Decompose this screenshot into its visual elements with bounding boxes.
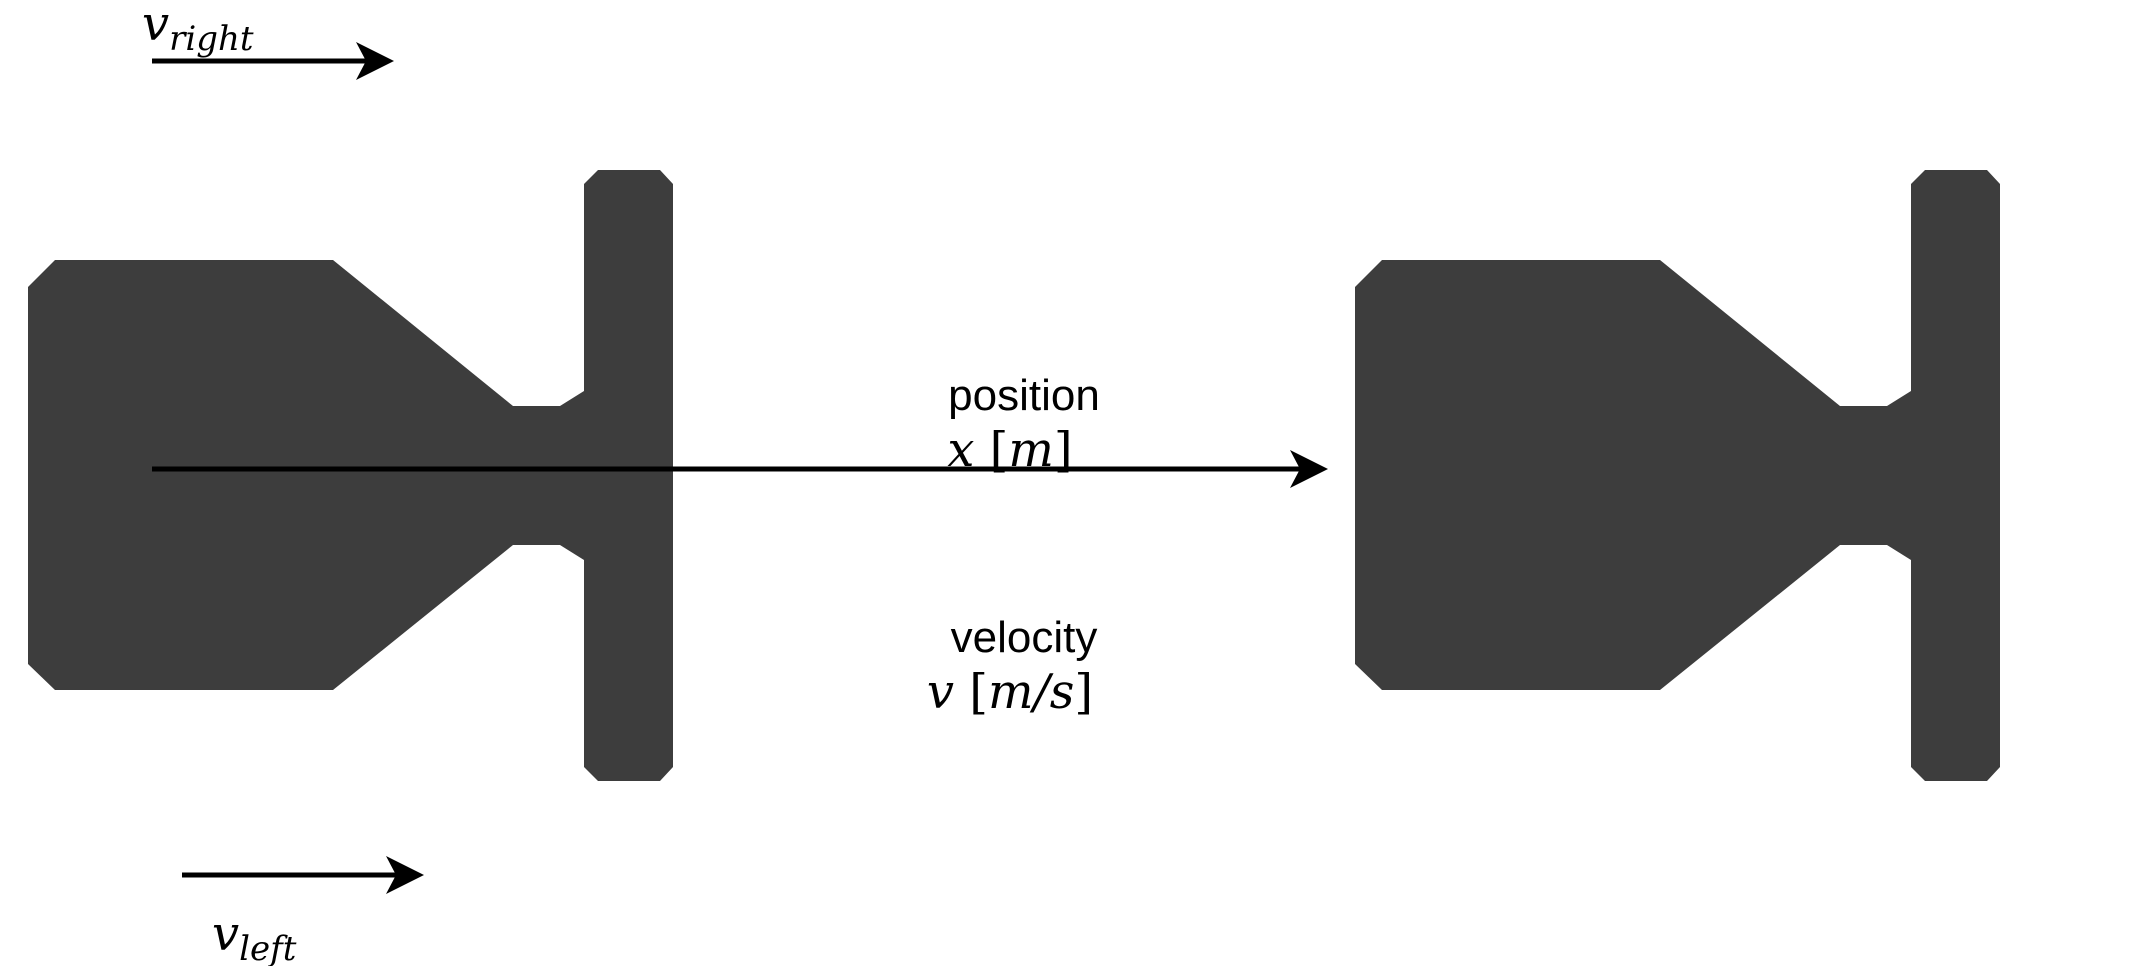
position-arrow — [152, 450, 1328, 488]
velocity-symbol-label: v [m/s] — [927, 664, 1093, 720]
v-right-label: vright — [142, 0, 254, 59]
velocity-title: velocity — [951, 613, 1098, 662]
left-body — [28, 170, 673, 781]
v-left-arrow — [182, 856, 424, 894]
v-left-label: vleft — [212, 906, 297, 966]
v-right-arrow — [152, 42, 394, 80]
position-symbol-label: x [m] — [947, 422, 1072, 478]
position-title: position — [948, 371, 1100, 420]
right-body — [1355, 170, 2000, 781]
